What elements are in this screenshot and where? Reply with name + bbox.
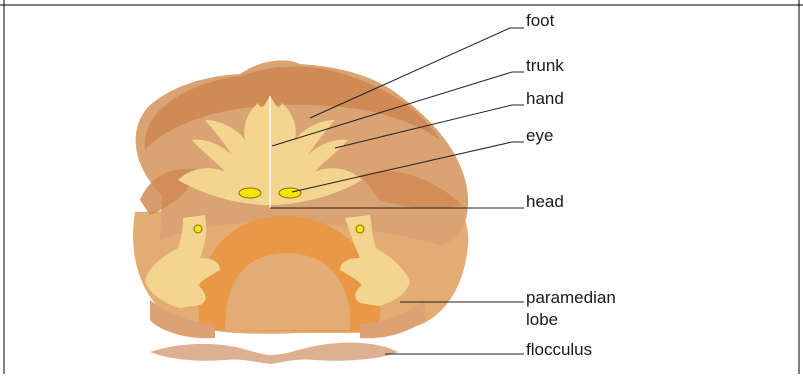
label-lobe: lobe: [526, 310, 558, 330]
label-foot: foot: [526, 11, 554, 31]
label-paramedian: paramedian: [526, 288, 616, 308]
flocculus-shape: [150, 343, 398, 364]
label-eye: eye: [526, 126, 553, 146]
label-hand: hand: [526, 89, 564, 109]
label-head: head: [526, 192, 564, 212]
right-paramedian-eye-spot: [356, 225, 364, 233]
left-eye-spot: [239, 188, 261, 198]
right-eye-spot: [279, 188, 301, 198]
label-flocculus: flocculus: [526, 340, 592, 360]
left-paramedian-eye-spot: [194, 225, 202, 233]
label-trunk: trunk: [526, 56, 564, 76]
